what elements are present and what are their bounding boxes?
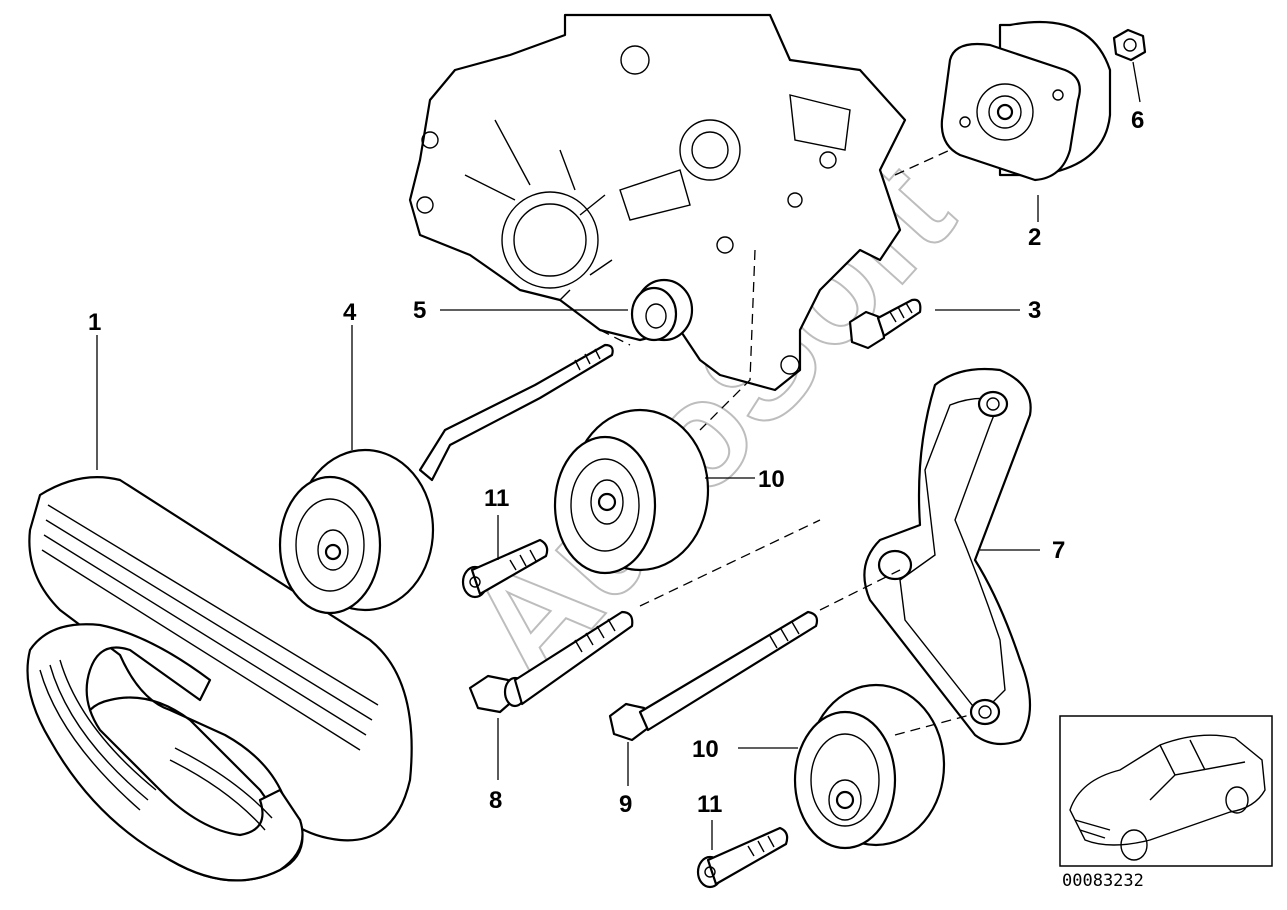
- long-stud-bolt: [418, 343, 614, 482]
- callout-2: 2: [1028, 224, 1041, 251]
- callout-9: 9: [619, 791, 632, 818]
- engine-block: [408, 13, 907, 392]
- part-7-bracket: [863, 367, 1032, 746]
- car-icon: [1069, 734, 1266, 861]
- assembly-lines: [599, 149, 971, 736]
- part-10-idler-pulley-lower: [793, 683, 946, 850]
- part-4-idler-pulley: [278, 448, 435, 615]
- callout-7: 7: [1052, 537, 1065, 564]
- callout-6: 6: [1131, 107, 1144, 134]
- part-11-cap-screw-upper: [461, 538, 549, 599]
- part-9-bolt: [608, 610, 819, 742]
- vehicle-inset-frame: [1059, 715, 1273, 867]
- part-5-spacer: [630, 278, 694, 342]
- callout-10-lower: 10: [692, 736, 719, 763]
- part-8-bolt: [468, 610, 634, 714]
- callout-5: 5: [413, 297, 426, 324]
- leader-lines: [96, 61, 1141, 850]
- document-number: 00083232: [1062, 871, 1144, 891]
- callout-4: 4: [343, 299, 357, 326]
- callout-3: 3: [1028, 297, 1041, 324]
- part-3-bolt: [848, 298, 922, 350]
- callout-1: 1: [88, 309, 101, 336]
- callout-11-upper: 11: [484, 485, 509, 512]
- part-6-nut: [1112, 28, 1147, 62]
- part-11-cap-screw-lower: [696, 826, 789, 889]
- callout-10-upper: 10: [758, 466, 785, 493]
- part-10-idler-pulley-upper: [553, 408, 710, 575]
- part-2-belt-tensioner: [940, 20, 1112, 182]
- part-1-ribbed-belt: [26, 476, 413, 882]
- callout-8: 8: [489, 787, 502, 814]
- vehicle-inset: [1059, 715, 1273, 867]
- callout-11-lower: 11: [697, 791, 722, 818]
